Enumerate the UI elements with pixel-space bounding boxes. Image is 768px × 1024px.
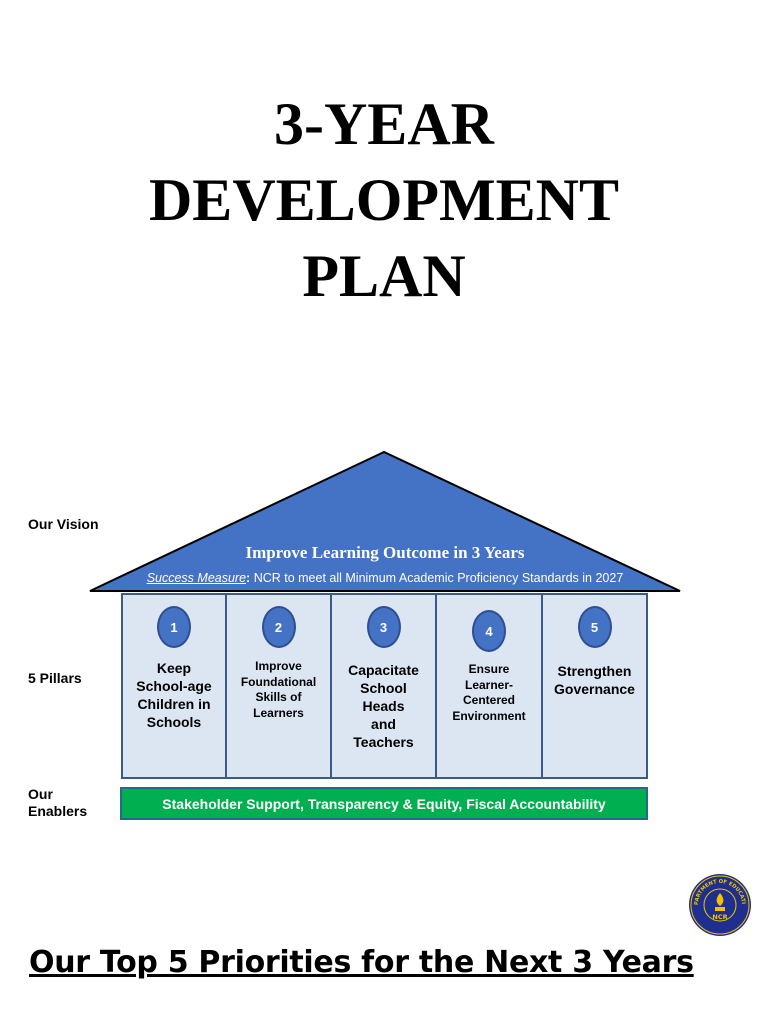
pillar-line: Centered [462, 693, 515, 707]
title-line-1: 3-YEAR [274, 91, 494, 157]
pillar-line: Governance [554, 681, 635, 697]
page-title: 3-YEAR DEVELOPMENT PLAN [0, 86, 768, 314]
pillar-number-badge: 1 [157, 606, 191, 648]
pillar-number-badge: 5 [577, 606, 612, 648]
enablers-label-line-2: Enablers [28, 803, 88, 819]
department-of-education-seal-icon: DEPARTMENT OF EDUCATION NCR [688, 873, 751, 936]
pillar-line: Learners [253, 705, 304, 720]
pillar-1: 1 Keep School-age Children in Schools [121, 593, 227, 779]
roof-shape [89, 450, 681, 592]
enablers-label: Our Enablers [28, 786, 87, 820]
pillar-2: 2 Improve Foundational Skills of Learner… [225, 593, 332, 779]
pillar-line: Improve [255, 659, 302, 673]
pillar-label: Capacitate School Heads and Teachers [332, 661, 435, 751]
pillar-line: Learner- [464, 677, 514, 692]
pillar-3: 3 Capacitate School Heads and Teachers [330, 593, 437, 779]
success-measure-text: NCR to meet all Minimum Academic Profici… [250, 571, 624, 585]
pillar-number-badge: 3 [366, 606, 401, 648]
success-measure-label: Success Measure [146, 571, 247, 585]
priorities-heading: Our Top 5 Priorities for the Next 3 Year… [29, 945, 694, 980]
pillar-line: School [360, 680, 407, 696]
enablers-bar: Stakeholder Support, Transparency & Equi… [120, 787, 648, 820]
pillar-line: and [371, 716, 396, 732]
pillar-line: Strengthen [557, 663, 632, 679]
pillars-label: 5 Pillars [28, 670, 82, 686]
pillar-line: Teachers [353, 734, 414, 750]
success-measure-colon: : [246, 571, 251, 585]
pillar-line: Children in [137, 696, 211, 712]
pillar-line: Skills of [255, 690, 302, 704]
pillar-line: Capacitate [348, 662, 419, 678]
vision-label: Our Vision [28, 516, 99, 532]
enablers-label-line-1: Our [28, 786, 53, 802]
pillar-line: Heads [362, 698, 405, 714]
pillar-label: Improve Foundational Skills of Learners [227, 659, 330, 721]
title-line-2: DEVELOPMENT [148, 167, 620, 233]
pillar-line: Schools [146, 714, 202, 730]
pillar-number-badge: 4 [472, 610, 506, 652]
pillar-5: 5 Strengthen Governance [541, 593, 648, 779]
pillar-label: Keep School-age Children in Schools [123, 659, 225, 731]
pillar-label: Strengthen Governance [543, 662, 646, 698]
pillar-label: Ensure Learner- Centered Environment [437, 662, 541, 724]
title-line-3: PLAN [302, 243, 466, 309]
pillar-line: Foundational [240, 674, 317, 689]
vision-title: Improve Learning Outcome in 3 Years [245, 543, 525, 562]
pillar-number-badge: 2 [261, 606, 296, 648]
pillar-line: Ensure [468, 662, 510, 676]
success-measure: Success Measure: NCR to meet all Minimum… [90, 571, 680, 585]
pillar-4: 4 Ensure Learner- Centered Environment [435, 593, 543, 779]
pillar-line: Keep [156, 660, 192, 676]
pillar-line: School-age [136, 678, 212, 694]
pillar-line: Environment [452, 708, 526, 723]
seal-center-text: NCR [712, 913, 727, 921]
